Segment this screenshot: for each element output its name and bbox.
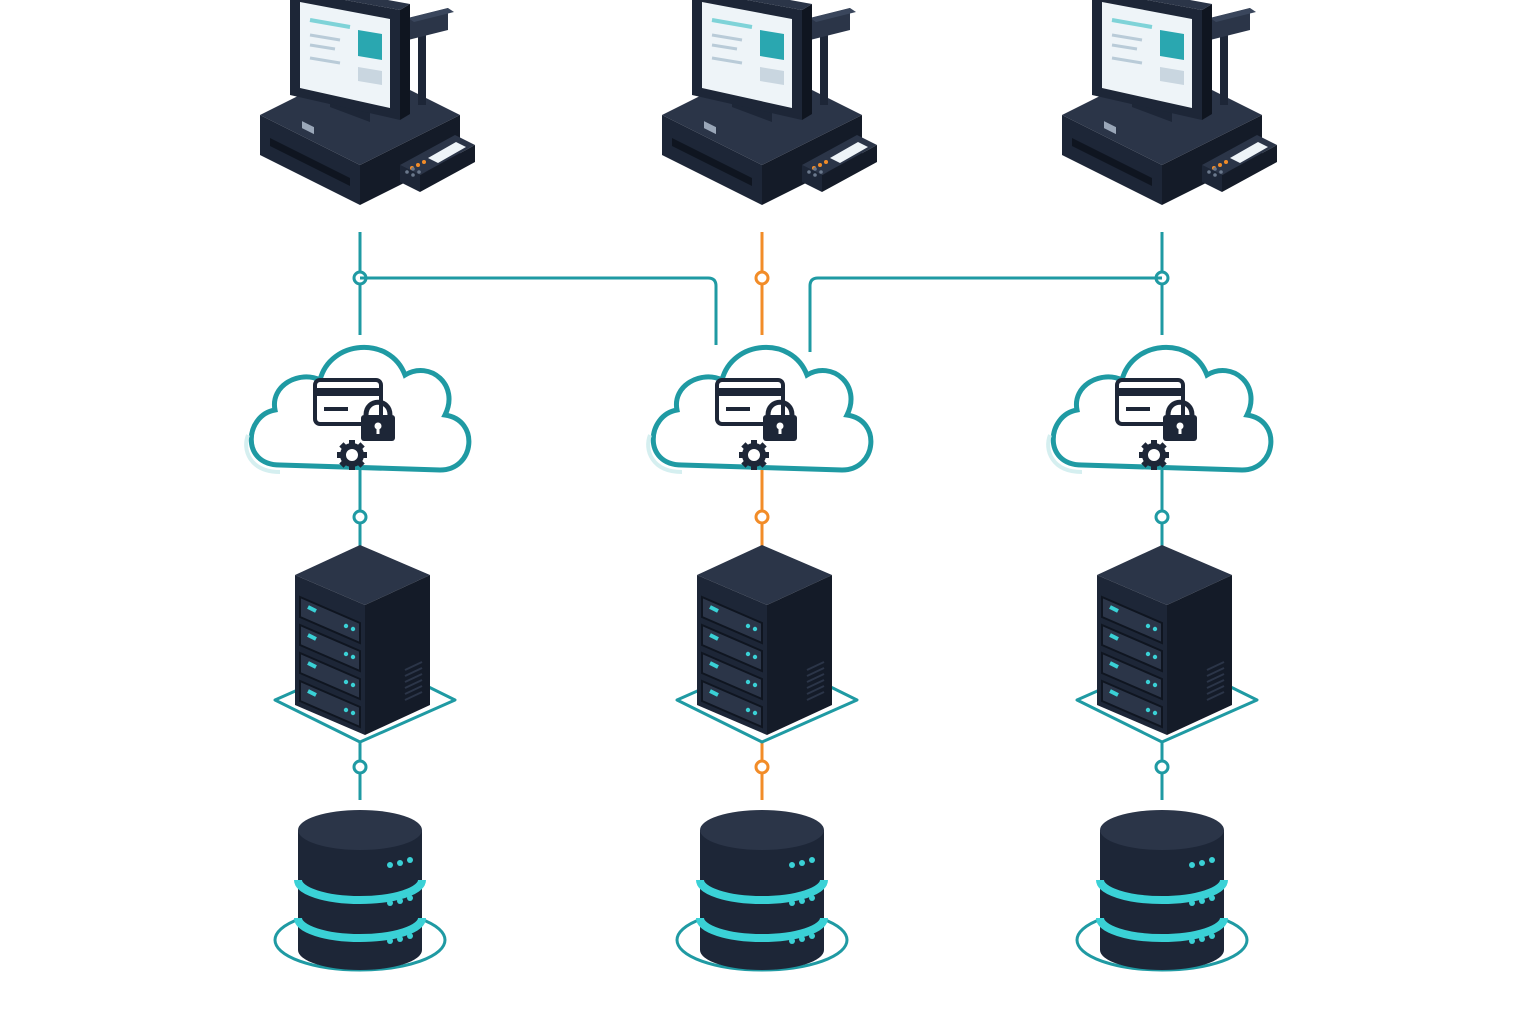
database-right [1077,810,1247,970]
cross-link-right-to-center [808,276,1162,352]
junction-node [1154,509,1170,525]
cloud-payment-gateway-center [648,347,871,472]
server-rack-icon [275,545,455,742]
server-rack-icon [677,545,857,742]
cross-link-left-to-center [360,276,718,345]
server-rack-right [1077,545,1257,742]
cloud-card-lock-gear-icon [246,347,469,472]
pos-terminal-icon [660,0,879,207]
cloud-payment-gateway-right [1048,347,1271,472]
pos-terminal-icon [1060,0,1279,207]
server-rack-center [677,545,857,742]
pos-terminal-center [660,0,879,207]
database-center [677,810,847,970]
pos-terminal-right [1060,0,1279,207]
junction-node [1154,759,1170,775]
pos-terminal-left [258,0,477,207]
junction-node [754,270,770,286]
database-icon [1077,810,1247,970]
cloud-payment-gateway-left [246,347,469,472]
junction-node [352,509,368,525]
cloud-card-lock-gear-icon [1048,347,1271,472]
pos-terminal-icon [258,0,477,207]
junction-node [754,509,770,525]
database-icon [677,810,847,970]
server-rack-icon [1077,545,1257,742]
database-left [275,810,445,970]
server-rack-left [275,545,455,742]
database-icon [275,810,445,970]
junction-node [352,759,368,775]
cloud-card-lock-gear-icon [648,347,871,472]
junction-node [754,759,770,775]
